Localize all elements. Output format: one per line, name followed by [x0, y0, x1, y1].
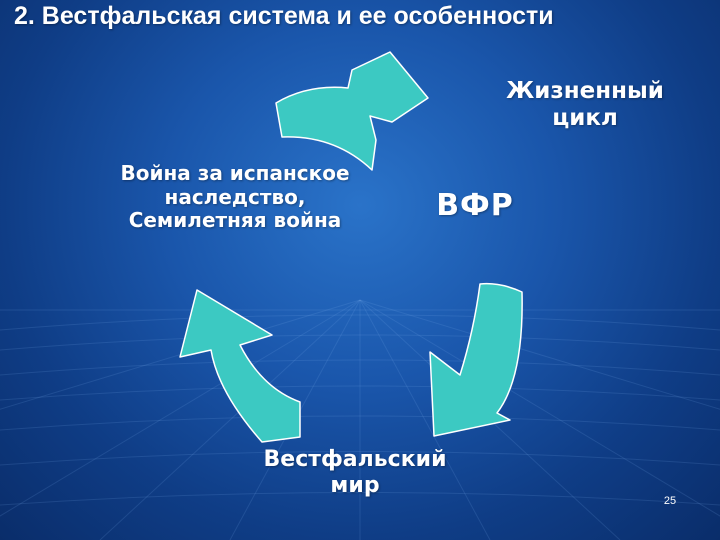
label-wars-line-2: наследство, — [164, 184, 306, 209]
label-wars-line-1: Война за испанское — [120, 161, 350, 185]
label-peace-line-2: мир — [330, 472, 380, 498]
label-peace: Вестфальский мир — [230, 447, 480, 499]
label-lifecycle-line-2: цикл — [552, 105, 618, 132]
label-wars: Война за испанское наследство, Семилетня… — [60, 161, 410, 233]
page-number: 25 — [663, 495, 677, 507]
label-wars-line-3: Семилетняя война — [128, 208, 342, 233]
slide-title: 2. Вестфальская система и ее особенности — [14, 2, 554, 30]
label-lifecycle: Жизненный цикл — [470, 78, 700, 132]
cycle-arrow-top — [275, 51, 429, 171]
cycle-arrow-left — [179, 289, 301, 443]
label-lifecycle-line-1: Жизненный — [506, 78, 664, 104]
label-peace-line-1: Вестфальский — [263, 447, 447, 472]
label-center: ВФР — [436, 188, 514, 223]
cycle-arrow-right — [429, 282, 523, 437]
